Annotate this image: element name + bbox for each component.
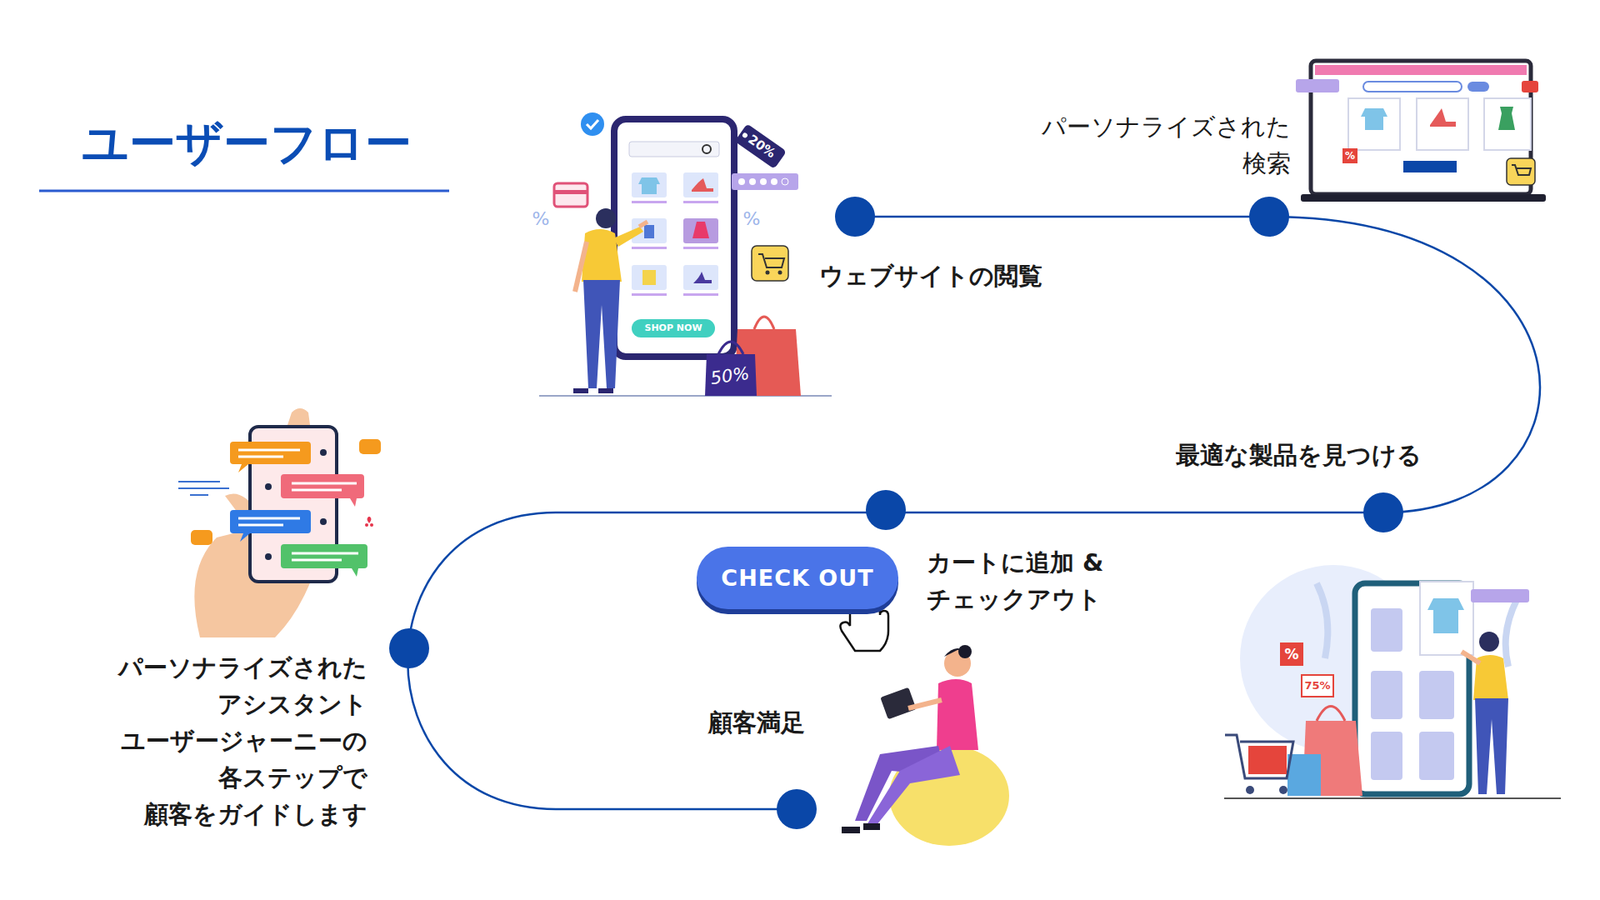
satisfied-customer-figure <box>841 645 1010 846</box>
step-label: 顧客満足 <box>708 707 805 738</box>
laptop-search-figure <box>1295 60 1546 202</box>
mobile-store-figure <box>1224 565 1561 799</box>
step-label: パーソナライズされた 検索 <box>1035 108 1291 182</box>
title-underline <box>39 190 450 193</box>
shop-button-text: SHOP NOW <box>644 322 702 335</box>
step-label: 最適な製品を見つける <box>1175 440 1422 470</box>
step-label: ウェブサイトの閲覧 <box>819 260 1043 291</box>
chat-phone-figure <box>178 408 381 638</box>
percent-symbol: % <box>743 207 761 231</box>
button-text: CHECK OUT <box>720 565 874 591</box>
percent-symbol: % <box>1284 645 1299 664</box>
flow-dots <box>389 196 1404 830</box>
diagram-title: ユーザーフロー <box>81 115 412 172</box>
discount-text: 75% <box>1304 679 1330 693</box>
phone-shopping-figure <box>539 112 832 396</box>
percent-symbol: % <box>1345 150 1355 163</box>
step-label: カートに追加 & チェックアウト <box>926 544 1115 618</box>
percent-symbol: % <box>532 207 550 231</box>
flow-path <box>407 216 1540 810</box>
checkout-button: CHECK OUT <box>696 546 899 610</box>
step-label: パーソナライズされた アシスタント ユーザージャーニーの 各ステップで 顧客をガ… <box>111 649 368 833</box>
